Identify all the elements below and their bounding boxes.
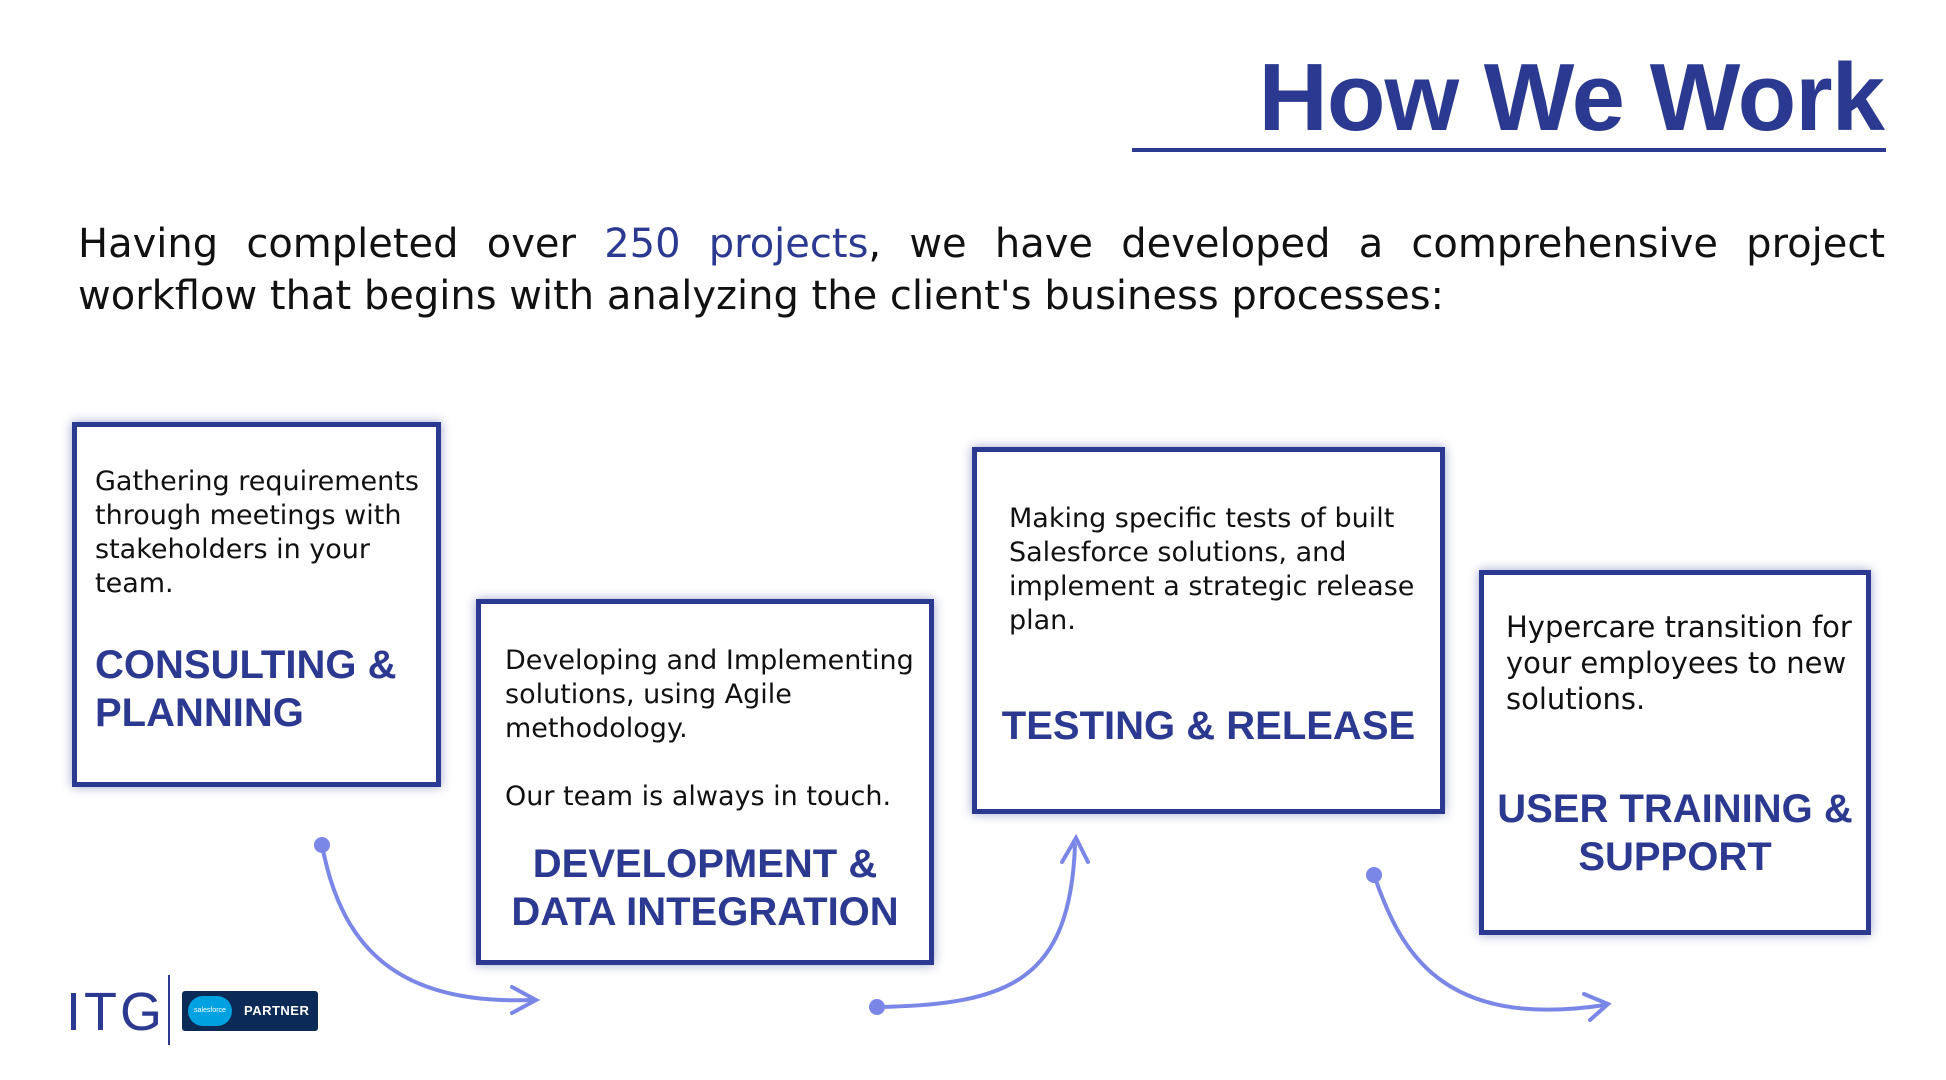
step-card-consulting: Gathering requirements through meetings … (72, 422, 441, 787)
arrow-head (1582, 992, 1612, 1022)
step-title-line: USER TRAINING & (1497, 787, 1853, 831)
itg-logo: ITG (66, 982, 165, 1042)
salesforce-cloud-icon: salesforce (188, 996, 232, 1026)
step-card-support: Hypercare transition for your employees … (1479, 570, 1871, 935)
step-title: USER TRAINING & SUPPORT (1494, 785, 1856, 881)
logo-divider (168, 975, 170, 1045)
arrow-3 (1366, 867, 1612, 1022)
arrow-curve (1372, 873, 1607, 1012)
arrow-2 (869, 833, 1090, 1015)
intro-text-start: Having completed over (78, 221, 605, 267)
title-underline (1132, 148, 1886, 152)
step-description: Developing and Implementing solutions, u… (505, 645, 914, 812)
step-title-line: SUPPORT (1578, 835, 1772, 879)
step-title-line: DATA INTEGRATION (511, 890, 899, 934)
arrow-head (1060, 833, 1090, 864)
intro-text-end: , we have developed a comprehensive proj… (78, 221, 1886, 319)
step-title-line: CONSULTING & (95, 643, 397, 687)
step-description: Hypercare transition for your employees … (1506, 610, 1852, 716)
intro-highlight: 250 projects (604, 221, 869, 267)
arrow-head (510, 985, 541, 1015)
arrow-1 (314, 837, 541, 1015)
step-title-line: PLANNING (95, 691, 304, 735)
salesforce-partner-badge: salesforce PARTNER (182, 991, 318, 1031)
step-card-testing: Making specific tests of built Salesforc… (972, 447, 1445, 814)
step-title-line: TESTING & RELEASE (1001, 704, 1416, 748)
arrow-curve (875, 843, 1077, 1009)
step-description: Making specific tests of built Salesforc… (1009, 503, 1415, 636)
page-title: How We Work (1258, 44, 1885, 151)
step-title: CONSULTING & PLANNING (95, 641, 435, 737)
step-title-line: DEVELOPMENT & (532, 842, 878, 886)
step-description: Gathering requirements through meetings … (95, 466, 419, 599)
step-title: DEVELOPMENT & DATA INTEGRATION (491, 840, 919, 936)
arrow-curve (320, 843, 532, 1003)
partner-label: PARTNER (244, 1003, 310, 1018)
intro-paragraph: Having completed over 250 projects, we h… (78, 218, 1885, 322)
step-card-development: Developing and Implementing solutions, u… (476, 599, 934, 965)
step-title: TESTING & RELEASE (987, 702, 1430, 750)
